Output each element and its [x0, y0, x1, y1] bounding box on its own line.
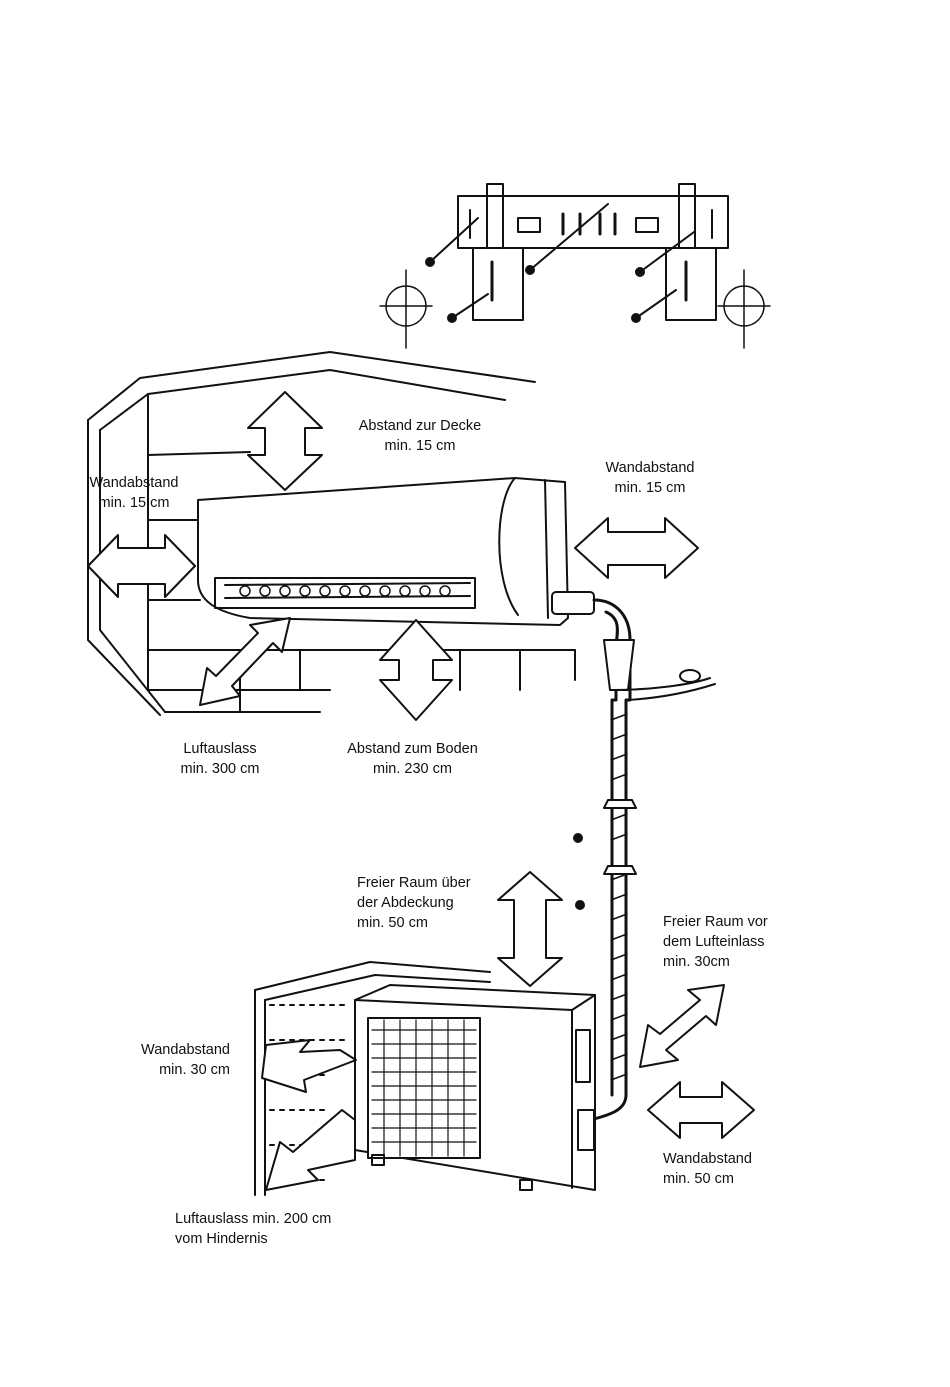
ceiling-clearance-label: Abstand zur Decke min. 15 cm: [340, 416, 500, 456]
indoor-air-outlet-label: Luftauslass min. 300 cm: [160, 739, 280, 779]
left-wall-clearance-label: Wandabstand min. 15 cm: [74, 473, 194, 513]
indoor-unit: [198, 478, 568, 625]
ceiling-clearance-arrow: [248, 392, 322, 490]
right-wall-clearance-label: Wandabstand min. 15 cm: [590, 458, 710, 498]
floor-clearance-label: Abstand zum Boden min. 230 cm: [325, 739, 500, 779]
top-clearance-arrow: [498, 872, 562, 986]
mounting-plate: [426, 184, 728, 322]
outdoor-unit: [355, 985, 595, 1190]
left-wall-clearance-arrow: [88, 535, 195, 597]
outdoor-left-wall-label: Wandabstand min. 30 cm: [105, 1040, 230, 1080]
drill-marker-right: [718, 270, 770, 348]
outdoor-left-wall-arrow: [262, 1040, 356, 1092]
outdoor-air-outlet-label: Luftauslass min. 200 cm vom Hindernis: [175, 1209, 331, 1249]
front-inlet-clearance-label: Freier Raum vor dem Lufteinlass min. 30c…: [663, 912, 768, 972]
outdoor-air-outlet-arrow: [266, 1110, 355, 1190]
outdoor-right-wall-arrow: [648, 1082, 754, 1138]
outdoor-right-wall-label: Wandabstand min. 50 cm: [663, 1149, 752, 1189]
top-clearance-label: Freier Raum über der Abdeckung min. 50 c…: [357, 873, 471, 933]
drill-marker-left: [380, 270, 432, 348]
right-wall-clearance-arrow: [575, 518, 698, 578]
indoor-air-outlet-arrow: [200, 618, 290, 705]
floor-clearance-arrow: [380, 620, 452, 720]
front-inlet-arrow: [640, 985, 724, 1067]
